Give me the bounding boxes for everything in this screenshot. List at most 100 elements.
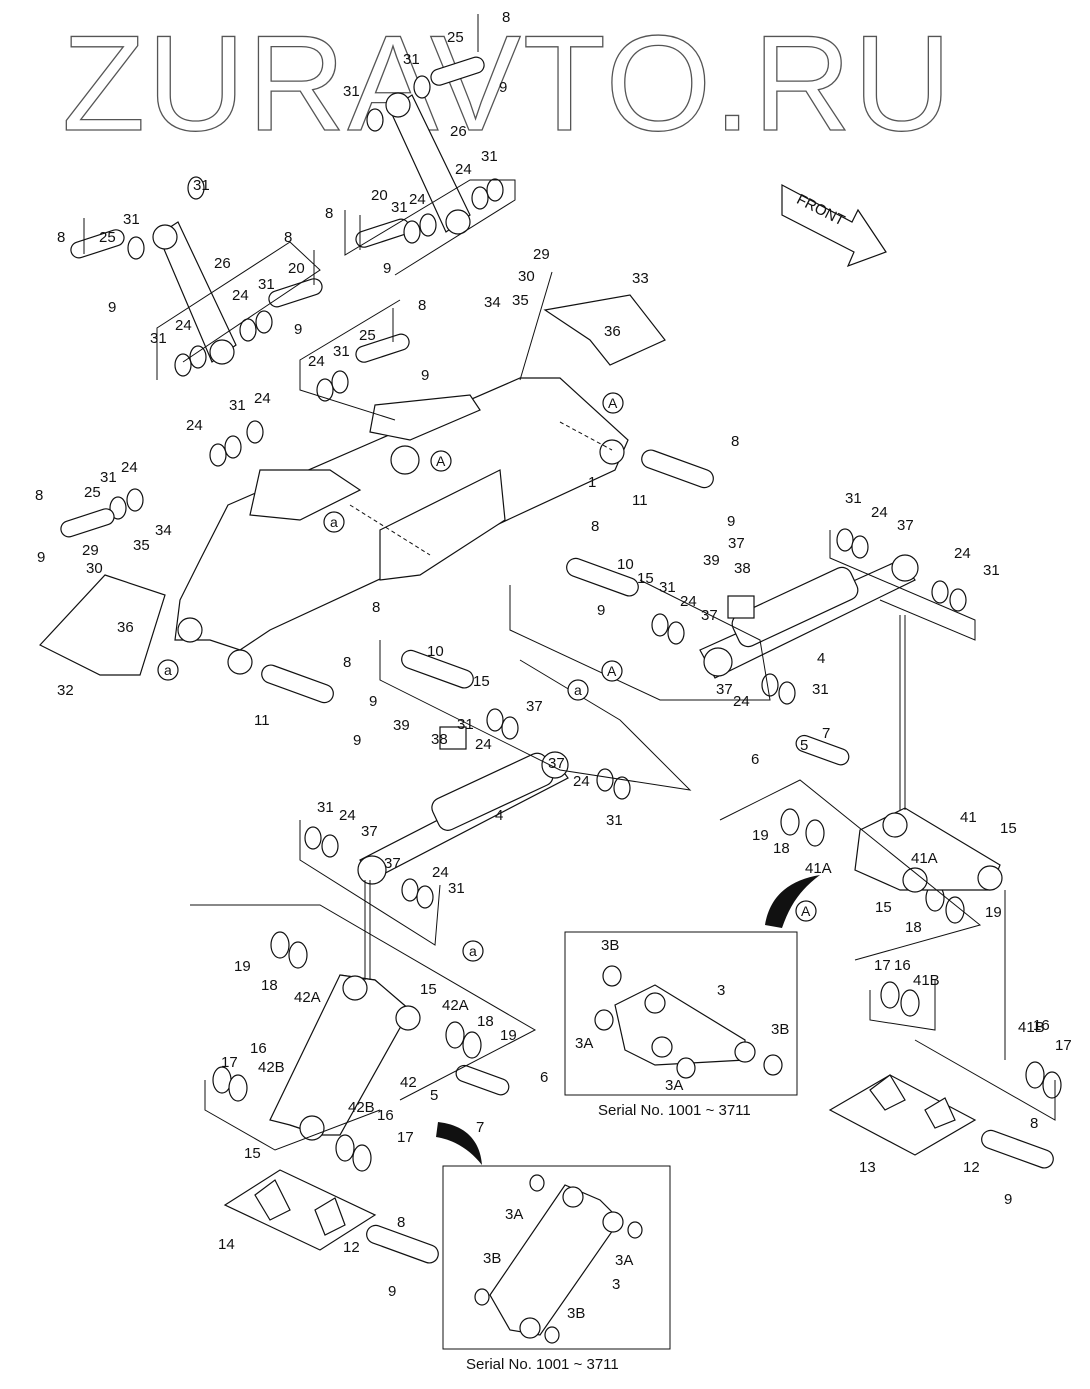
watermark-text: ZURAVTO.RU [62,7,953,159]
callout-part-16: 16 [377,1107,394,1124]
callout-part-31: 31 [150,330,167,347]
callout-part-42: 42 [400,1074,417,1091]
hydraulic-cylinder-lower [357,726,569,885]
marker-a-1: a [323,511,345,533]
inset-2-label-3b-lower: 3B [567,1305,585,1322]
callout-part-20: 20 [371,187,388,204]
callout-part-8: 8 [57,229,65,246]
callout-part-15: 15 [244,1145,261,1162]
callout-part-34: 34 [155,522,172,539]
base-plate-part-14 [223,1169,377,1251]
callout-part-6: 6 [540,1069,548,1086]
callout-part-10: 10 [427,643,444,660]
callout-part-15: 15 [1000,820,1017,837]
callout-part-26: 26 [214,255,231,272]
callout-part-24: 24 [339,807,356,824]
callout-part-8: 8 [284,229,292,246]
callout-part-9: 9 [108,299,116,316]
callout-part-37: 37 [548,755,565,772]
callout-part-41b: 41B [913,972,940,989]
link-part-26-right [355,14,485,363]
detail-pointer-arrows [436,875,820,1165]
callout-part-31: 31 [317,799,334,816]
callout-part-9: 9 [294,321,302,338]
callout-part-24: 24 [475,736,492,753]
svg-text:A: A [607,663,617,679]
callout-part-12: 12 [963,1159,980,1176]
callout-part-24: 24 [573,773,590,790]
callout-part-31: 31 [845,490,862,507]
callout-part-17: 17 [397,1129,414,1146]
callout-part-31: 31 [193,177,210,194]
callout-part-16: 16 [1033,1017,1050,1034]
callout-part-42a: 42A [442,997,469,1014]
callout-part-10: 10 [617,556,634,573]
callout-part-9: 9 [353,732,361,749]
callout-part-38: 38 [431,731,448,748]
callout-part-17: 17 [1055,1037,1072,1054]
callout-part-1: 1 [588,474,596,491]
callout-part-8: 8 [1030,1115,1038,1132]
marker-A-3: A [601,660,623,682]
inset-2-label-3: 3 [612,1276,620,1293]
callout-part-31: 31 [448,880,465,897]
callout-part-31: 31 [258,276,275,293]
callout-part-9: 9 [37,549,45,566]
callout-part-24: 24 [409,191,426,208]
inset-2-label-3a-right: 3A [615,1252,633,1269]
callout-part-35: 35 [133,537,150,554]
inset-serial-1: 3B 3 3A 3A 3B Serial No. 1001 ~ 3711 [564,931,798,1119]
callout-part-17: 17 [221,1054,238,1071]
callout-part-29: 29 [82,542,99,559]
link-part-42 [269,880,421,1141]
callout-part-30: 30 [518,268,535,285]
callout-part-17: 17 [874,957,891,974]
callout-part-31: 31 [481,148,498,165]
callout-part-7: 7 [476,1119,484,1136]
callout-part-41: 41 [960,809,977,826]
callout-part-8: 8 [502,9,510,26]
assembly-guide-lines [156,179,1056,1151]
callout-part-19: 19 [234,958,251,975]
callout-part-18: 18 [261,977,278,994]
callout-part-24: 24 [175,317,192,334]
callout-part-29: 29 [533,246,550,263]
callout-part-41a: 41A [805,860,832,877]
svg-text:A: A [608,395,618,411]
callout-part-37: 37 [716,681,733,698]
marker-a-2: a [157,659,179,681]
callout-part-18: 18 [477,1013,494,1030]
callout-part-9: 9 [421,367,429,384]
callout-part-4: 4 [817,650,825,667]
callout-part-42b: 42B [258,1059,285,1076]
callout-part-14: 14 [218,1236,235,1253]
callout-part-36: 36 [117,619,134,636]
callout-part-24: 24 [680,593,697,610]
callout-part-8: 8 [372,599,380,616]
inset-1-label-3a-lower: 3A [665,1077,683,1094]
callout-part-12: 12 [343,1239,360,1256]
callout-part-37: 37 [384,855,401,872]
callout-part-31: 31 [100,469,117,486]
callout-part-25: 25 [447,29,464,46]
link-part-26-left [70,218,323,365]
callout-part-24: 24 [954,545,971,562]
callout-part-5: 5 [430,1087,438,1104]
callout-part-42a: 42A [294,989,321,1006]
callout-part-37: 37 [361,823,378,840]
svg-text:a: a [330,514,338,530]
svg-text:A: A [801,903,811,919]
callout-part-25: 25 [359,327,376,344]
marker-A-1: A [602,392,624,414]
base-plate-part-13 [828,1074,977,1156]
callout-part-42b: 42B [348,1099,375,1116]
inset-1-label-3a: 3A [575,1035,593,1052]
callout-part-39: 39 [393,717,410,734]
callout-part-11: 11 [632,492,648,509]
callout-part-24: 24 [733,693,750,710]
callout-part-13: 13 [859,1159,876,1176]
callout-part-31: 31 [812,681,829,698]
inset-2-caption: Serial No. 1001 ~ 3711 [466,1356,619,1373]
callout-part-32: 32 [57,682,74,699]
